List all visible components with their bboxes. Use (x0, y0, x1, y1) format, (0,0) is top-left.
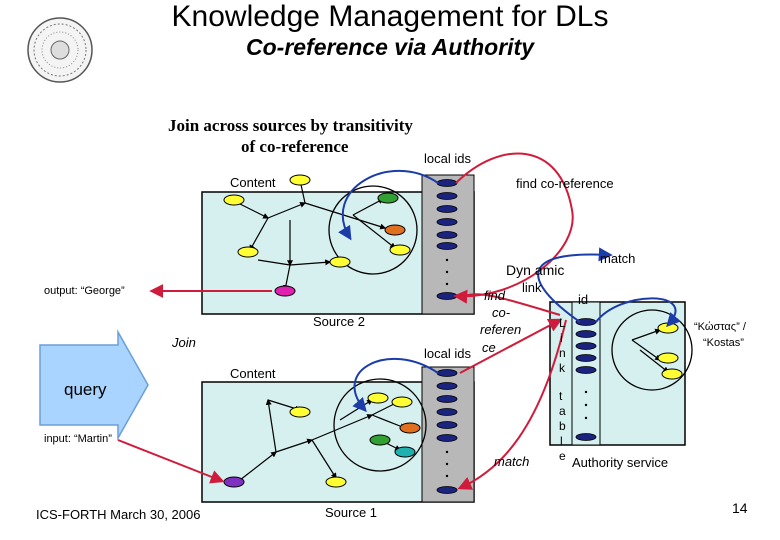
join-transitivity-line2: of co-reference (241, 137, 349, 156)
institution-seal-logo (27, 17, 93, 83)
slide-subtitle: Co-reference via Authority (246, 34, 534, 60)
blue-flow-arrows (338, 170, 681, 413)
match-bottom-label: match (494, 454, 530, 469)
red-flow-arrows (117, 152, 574, 490)
link-table-ellipsis (584, 390, 588, 420)
authority-cluster-circle (611, 309, 693, 391)
kostas-label: “Kostas” (703, 337, 744, 349)
source1-label: Source 1 (325, 505, 378, 520)
link-table-letter: b (559, 419, 566, 433)
link-table-letter: i (560, 331, 563, 345)
content-bottom-label: Content (230, 366, 276, 381)
link-table-letter: l (560, 434, 563, 448)
find-coreference-vertical-4: ce (482, 340, 496, 355)
input-label: input: “Martin” (44, 433, 112, 445)
footer-institution-date: ICS-FORTH March 30, 2006 (36, 507, 201, 522)
slide-title: Knowledge Management for DLs (171, 0, 609, 33)
source2-id-markers (436, 179, 458, 300)
link-table-letter: k (559, 361, 565, 375)
dynamic-link-label-2: link (522, 280, 542, 295)
find-coreference-vertical-1: find (484, 288, 505, 303)
find-coreference-vertical-3: referen (480, 322, 522, 337)
page-number: 14 (732, 500, 748, 516)
source2-id-ellipsis (445, 258, 449, 286)
content-top-label: Content (230, 175, 276, 190)
link-table-letter: L (559, 316, 566, 330)
local-ids-bottom-label: local ids (424, 346, 471, 361)
source2-label: Source 2 (313, 314, 366, 329)
link-table-letter: e (559, 449, 566, 463)
link-table-letter: n (559, 346, 566, 360)
join-transitivity-line1: Join across sources by transitivity (168, 116, 413, 135)
source1-id-ellipsis (445, 450, 449, 478)
source1-cluster-circle (333, 378, 427, 472)
find-coreference-vertical-2: co- (492, 305, 511, 320)
join-label: Join (172, 335, 196, 350)
authority-graph-edges (631, 328, 669, 373)
dynamic-link-label-1: Dyn amic (506, 262, 565, 278)
source2-graph-edges (235, 178, 396, 292)
source2-cluster-circle (328, 185, 418, 275)
authority-service-label: Authority service (572, 455, 669, 470)
query-label: query (64, 380, 107, 399)
authority-graph-nodes (657, 322, 683, 380)
greek-name-label: “Κώστας” / (694, 321, 746, 333)
source2-graph-nodes (223, 174, 411, 297)
source1-id-markers (436, 369, 458, 494)
output-label: output: “George” (44, 285, 125, 297)
query-arrow-shape (39, 329, 149, 441)
source1-graph-nodes (223, 392, 421, 488)
id-label: id (578, 292, 589, 307)
link-table-letter: a (559, 404, 566, 418)
match-top-label: match (600, 251, 636, 266)
link-table-letter: t (559, 389, 563, 403)
link-table-markers (575, 318, 597, 441)
find-coreference-label: find co-reference (516, 176, 614, 191)
local-ids-top-label: local ids (424, 151, 471, 166)
